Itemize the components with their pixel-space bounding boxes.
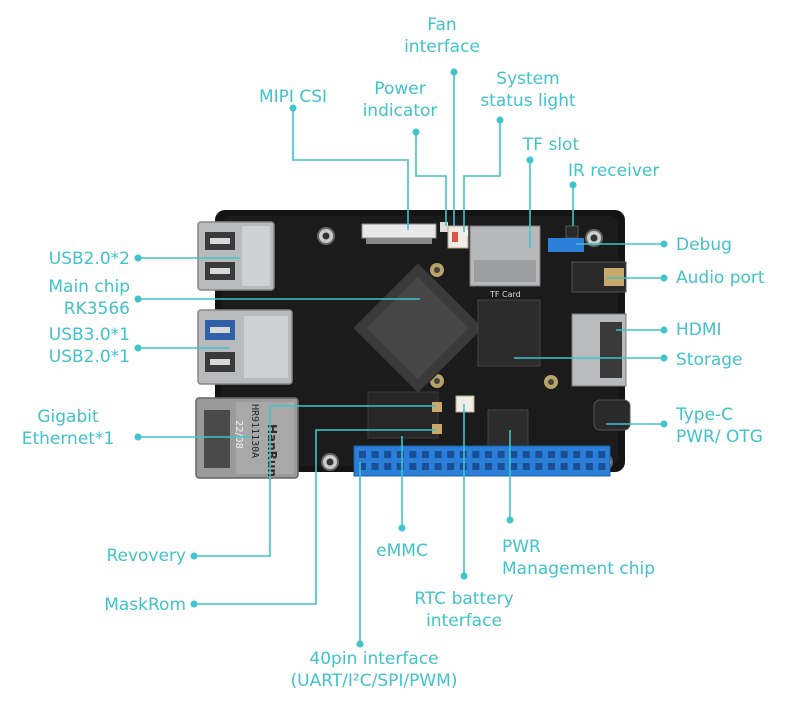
power-led — [440, 222, 448, 232]
header-pin — [522, 451, 530, 458]
header-pin — [548, 463, 555, 470]
label-audio-port: Audio port — [676, 268, 765, 288]
tf-card-print: TF Card — [489, 290, 521, 299]
header-pin — [409, 451, 417, 458]
header-pin — [535, 463, 543, 470]
label-hdmi: HDMI — [676, 320, 722, 340]
header-pin — [422, 451, 429, 458]
label-rtc-battery: RTC battery interface — [414, 589, 514, 631]
label-revovery: Revovery — [106, 546, 186, 566]
label-debug: Debug — [676, 235, 732, 255]
header-pin — [359, 451, 366, 458]
label-gigabit-ethernet: Gigabit Ethernet*1 — [21, 407, 115, 449]
header-pin — [384, 451, 392, 458]
leader-lines — [138, 72, 664, 644]
header-pin — [560, 451, 568, 458]
label-tf-slot: TF slot — [522, 135, 580, 155]
leader-dots — [134, 68, 668, 648]
label-emmc: eMMC — [376, 541, 428, 561]
header-pin — [396, 463, 404, 470]
header-pin — [510, 463, 518, 470]
header-pin — [422, 463, 429, 470]
header-pin — [472, 451, 480, 458]
ir-receiver — [565, 225, 579, 239]
label-system-status-light: System status light — [480, 69, 576, 111]
status-led — [462, 230, 468, 236]
header-pin — [485, 463, 492, 470]
header-pin — [409, 463, 417, 470]
pwr-management-chip — [487, 409, 529, 451]
header-pin — [384, 463, 392, 470]
label-pwr-management-chip: PWR Management chip — [502, 537, 656, 579]
mipi-connector — [361, 223, 437, 239]
header-pin — [371, 463, 379, 470]
label-mipi-csi: MIPI CSI — [258, 87, 328, 107]
usb30-usb20-port — [197, 309, 293, 385]
label-40pin-interface: 40pin interface (UART/I²C/SPI/PWM) — [290, 649, 458, 691]
debug-header — [548, 238, 584, 252]
label-typec: Type-C PWR/ OTG — [676, 405, 763, 447]
header-pin — [598, 451, 606, 458]
ethernet-jack — [195, 397, 299, 479]
header-pin — [522, 463, 530, 470]
header-pin — [434, 463, 442, 470]
jack-part: HR911130A — [249, 404, 260, 458]
header-pin — [447, 463, 455, 470]
header-pin — [535, 451, 543, 458]
emmc-chip — [367, 391, 439, 439]
maskrom-button — [432, 424, 442, 434]
header-pin — [548, 451, 555, 458]
header-pin — [573, 451, 581, 458]
header-pin — [396, 451, 404, 458]
header-pin — [573, 463, 581, 470]
gpio-40pin-header — [353, 445, 611, 477]
header-pin — [598, 463, 606, 470]
header-pin — [585, 451, 593, 458]
header-pin — [510, 451, 518, 458]
header-pin — [497, 451, 505, 458]
jack-date: 22/08 — [233, 420, 244, 449]
label-ir-receiver: IR receiver — [568, 161, 660, 181]
jack-brand: HanRun — [265, 424, 279, 477]
header-pin — [359, 463, 366, 470]
header-pin — [447, 451, 455, 458]
usb20-dual-port — [197, 221, 275, 291]
label-storage: Storage — [676, 350, 743, 370]
rk3566-chip — [352, 262, 484, 394]
label-usb30-usb20: USB3.0*1 USB2.0*1 — [48, 325, 130, 367]
rtc-connector — [455, 395, 475, 413]
header-pin — [560, 463, 568, 470]
hdmi-port — [571, 313, 627, 387]
label-maskrom: MaskRom — [104, 595, 186, 615]
label-main-chip: Main chip RK3566 — [48, 277, 130, 319]
label-fan-interface: Fan interface — [404, 15, 480, 57]
header-pin — [434, 451, 442, 458]
header-pin — [497, 463, 505, 470]
header-pin — [472, 463, 480, 470]
typec-port — [593, 399, 631, 431]
header-pin — [371, 451, 379, 458]
storage-chip — [477, 299, 541, 367]
revovery-button — [432, 402, 442, 412]
header-pin — [485, 451, 492, 458]
label-usb20x2: USB2.0*2 — [48, 249, 130, 269]
header-pin — [585, 463, 593, 470]
label-power-indicator: Power indicator — [362, 79, 438, 121]
